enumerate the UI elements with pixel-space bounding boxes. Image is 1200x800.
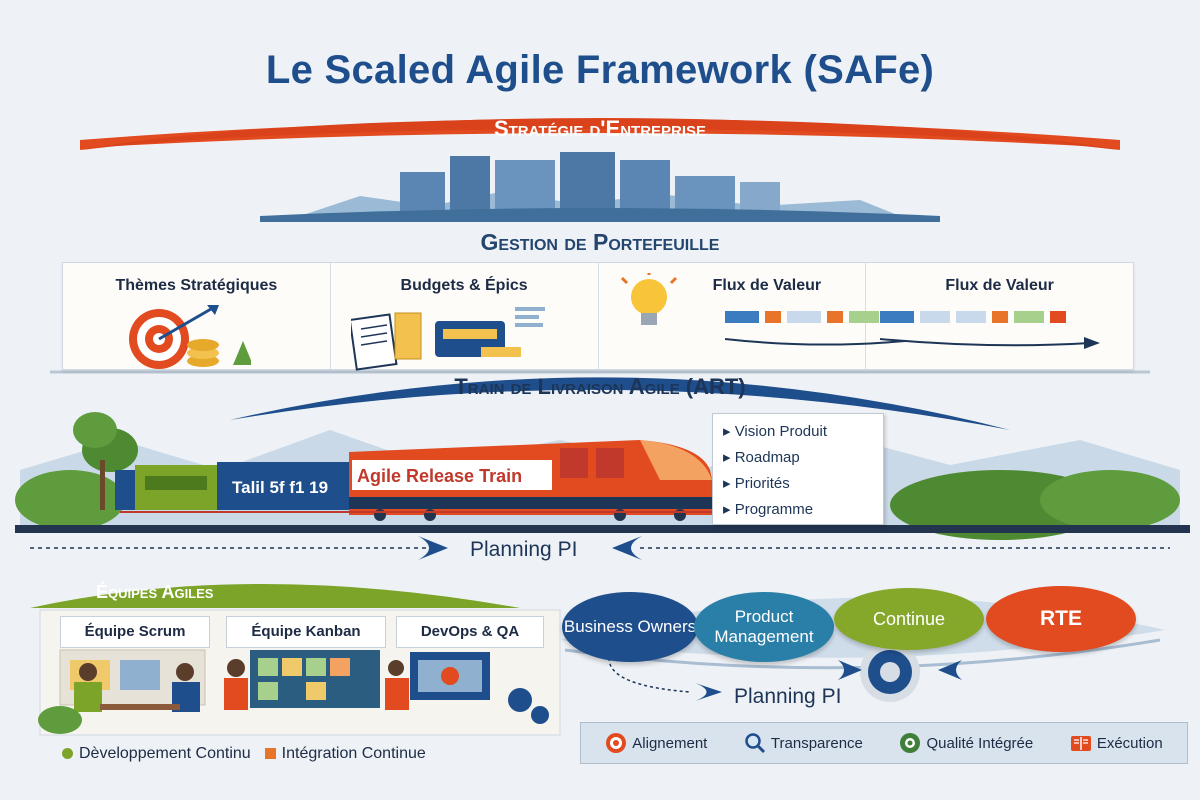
teams-title: Équipes Agiles <box>96 582 214 602</box>
portfolio-column-flux-1: Flux de Valeur <box>599 263 905 369</box>
target-icon <box>129 305 251 369</box>
planning-pi-top-label: Planning PI <box>470 538 578 561</box>
planning-pi-bottom-label: Planning PI <box>734 685 842 708</box>
page-title: Le Scaled Agile Framework (SAFe) <box>265 48 935 92</box>
train-label: Agile Release Train <box>357 466 523 486</box>
lightbulb-icon <box>620 273 677 325</box>
value-label: Transparence <box>770 734 863 752</box>
value-label: Alignement <box>632 734 708 752</box>
value-stream-icon <box>880 311 1101 349</box>
portfolio-title: Gestion de Portefeuille <box>480 229 720 255</box>
value-alignement: Alignement <box>605 732 707 754</box>
train-illustration <box>115 440 724 521</box>
portfolio-column-label: Thèmes Stratégiques <box>115 277 278 294</box>
portfolio-column-label: Flux de Valeur <box>945 277 1054 294</box>
art-arch <box>230 377 1010 430</box>
portfolio-column-label: Flux de Valeur <box>712 277 822 294</box>
role-rte: RTE <box>986 586 1136 652</box>
value-execution: Exécution <box>1070 732 1163 754</box>
art-item-programme: Programme <box>723 497 883 523</box>
planning-top-connector <box>30 536 1170 560</box>
art-checklist: Vision Produit Roadmap Priorités Program… <box>712 413 884 525</box>
art-item-vision: Vision Produit <box>723 419 883 445</box>
portfolio-column-themes: Thèmes Stratégiques <box>63 263 331 369</box>
role-business-owners: Business Owners <box>562 592 698 662</box>
green-dot-icon <box>62 748 73 760</box>
legend-item-dev-continu: Dèveloppement Continu <box>62 745 251 763</box>
train-car-label: Talil 5f f1 19 <box>232 478 329 497</box>
value-label: Exécution <box>1096 734 1163 752</box>
portfolio-panel: Thèmes Stratégiques Budgets & Épics <box>62 262 1134 371</box>
art-title: Train de Livraison Agile (ART) <box>454 374 746 399</box>
orange-square-icon <box>264 748 276 760</box>
portfolio-column-budgets: Budgets & Épics <box>331 263 599 371</box>
legend: Dèveloppement Continu Intégration Contin… <box>62 745 426 763</box>
portfolio-column-label: Budgets & Épics <box>400 277 528 294</box>
value-qualite-integree: Qualité Intégrée <box>899 732 1033 754</box>
teams-illustration <box>38 649 549 734</box>
teams-banner <box>30 584 520 608</box>
role-continue: Continue <box>834 588 984 650</box>
target-icon <box>606 733 627 753</box>
book-icon <box>1070 736 1091 751</box>
portfolio-column-flux-2: Flux de Valeur <box>866 263 1133 369</box>
values-bar: Alignement Transparence Qualité Intégrée… <box>580 722 1188 764</box>
legend-item-integration-continue: Intégration Continue <box>264 745 426 763</box>
art-item-priorites: Priorités <box>723 471 883 497</box>
value-label: Qualité Intégrée <box>926 734 1034 752</box>
magnifier-icon <box>745 733 765 754</box>
role-product-management: Product Management <box>694 592 834 662</box>
gear-icon <box>900 733 921 753</box>
art-item-roadmap: Roadmap <box>723 445 883 471</box>
city-skyline <box>260 152 940 222</box>
documents-icon <box>350 307 545 371</box>
process-gear <box>860 642 920 702</box>
team-label-devops: DevOps & QA <box>396 616 544 648</box>
team-label-scrum: Équipe Scrum <box>60 616 210 648</box>
team-label-kanban: Équipe Kanban <box>226 616 386 648</box>
strategy-label: Stratégie d'Entreprise <box>493 116 707 141</box>
value-transparence: Transparence <box>744 732 863 754</box>
